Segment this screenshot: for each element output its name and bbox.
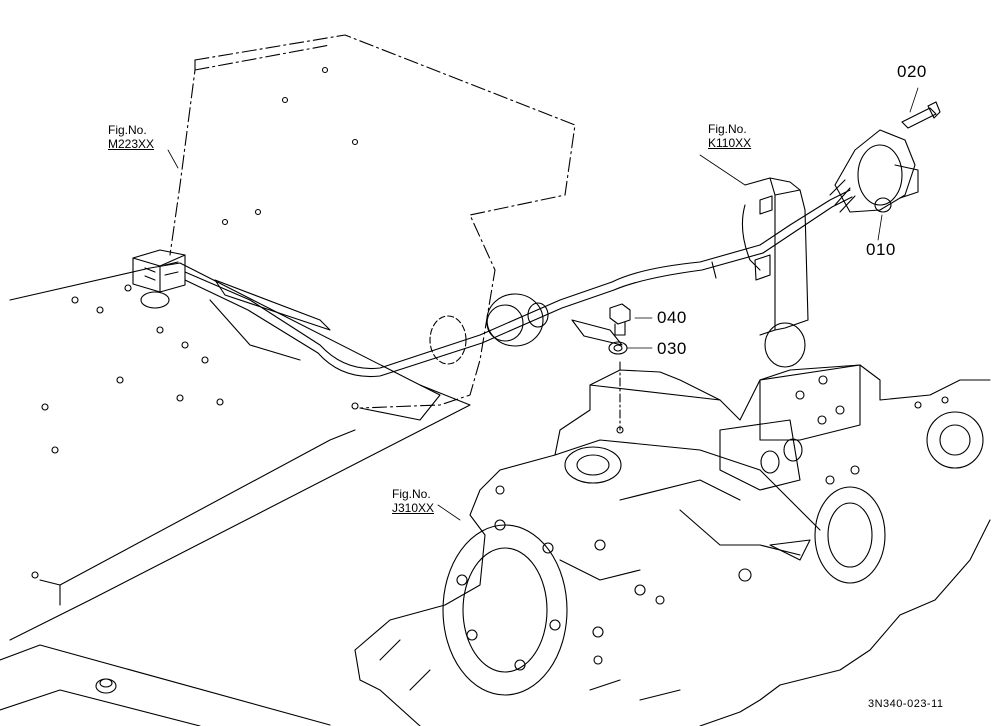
harness-connector — [132, 249, 186, 293]
floor-plate — [0, 262, 471, 726]
fig-ref-k110[interactable]: Fig.No. K110XX — [708, 122, 751, 150]
wire-harness — [184, 189, 853, 378]
leader-lines — [167, 87, 919, 521]
speed-sensor — [829, 129, 919, 213]
fig-ref-k110-title: Fig.No. — [708, 122, 747, 136]
fig-ref-k110-code: K110XX — [708, 136, 752, 150]
rear-cover-panel — [169, 34, 576, 409]
fig-ref-j310-code: J310XX — [392, 501, 435, 515]
grommet — [429, 293, 549, 365]
drawing-code: 3N340-023-11 — [868, 698, 944, 710]
fig-ref-j310-title: Fig.No. — [392, 487, 431, 501]
part-callout-020[interactable]: 020 — [897, 62, 927, 81]
rear-cover-holes — [221, 66, 359, 226]
fig-ref-m223[interactable]: Fig.No. M223XX — [108, 123, 154, 151]
sensor-bracket — [741, 177, 809, 336]
fig-ref-m223-code: M223XX — [108, 137, 155, 151]
fig-ref-j310[interactable]: Fig.No. J310XX — [392, 487, 434, 515]
mounting-screw — [901, 101, 941, 129]
fig-ref-m223-title: Fig.No. — [108, 123, 147, 137]
part-callout-040[interactable]: 040 — [657, 308, 687, 327]
transmission-housing — [354, 322, 991, 726]
part-callout-010[interactable]: 010 — [866, 240, 896, 259]
ground-bolt — [571, 303, 631, 431]
part-callout-030[interactable]: 030 — [657, 339, 687, 358]
